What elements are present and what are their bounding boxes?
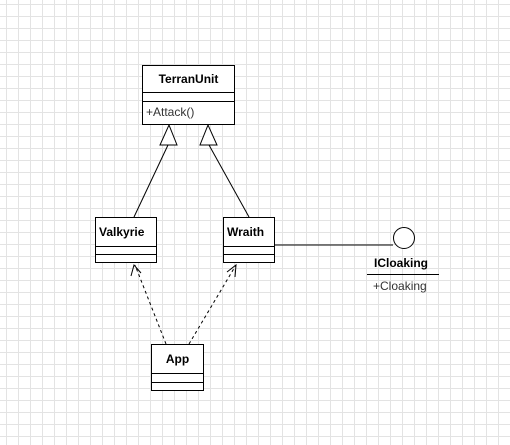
class-valkyrie[interactable]: Valkyrie [95,217,157,263]
class-wraith[interactable]: Wraith [223,217,275,263]
class-app[interactable]: App [151,344,204,391]
valkyrie-inheritance-line [133,144,169,218]
icloaking-lollipop-icon [393,227,415,249]
app-wraith-dependency-arrowhead [226,263,237,278]
class-app-name: App [165,352,190,366]
app-valkyrie-dependency-arrowhead [130,263,142,277]
interface-icloaking-operation: +Cloaking [373,279,427,293]
class-terranunit[interactable]: TerranUnit +Attack() [142,65,235,125]
valkyrie-inheritance-arrowhead [159,123,178,146]
class-terranunit-divider [143,92,234,101]
class-wraith-name: Wraith [227,225,265,239]
app-wraith-dependency-line [188,264,237,345]
class-app-attributes [152,373,203,382]
class-terranunit-name: TerranUnit [158,72,219,86]
app-valkyrie-dependency-line [134,264,167,345]
class-valkyrie-name: Valkyrie [99,225,145,239]
class-wraith-attributes [224,246,274,254]
class-valkyrie-operations [96,254,156,255]
class-app-operations [152,382,203,383]
class-valkyrie-attributes [96,246,156,254]
class-wraith-operations [224,254,274,255]
wraith-inheritance-arrowhead [199,123,218,146]
wraith-inheritance-line [208,144,250,218]
class-terranunit-operations: +Attack() [143,101,234,122]
interface-icloaking-name[interactable]: ICloaking [374,256,429,270]
class-terranunit-operation: +Attack() [146,105,195,119]
interface-icloaking-divider [367,274,439,275]
